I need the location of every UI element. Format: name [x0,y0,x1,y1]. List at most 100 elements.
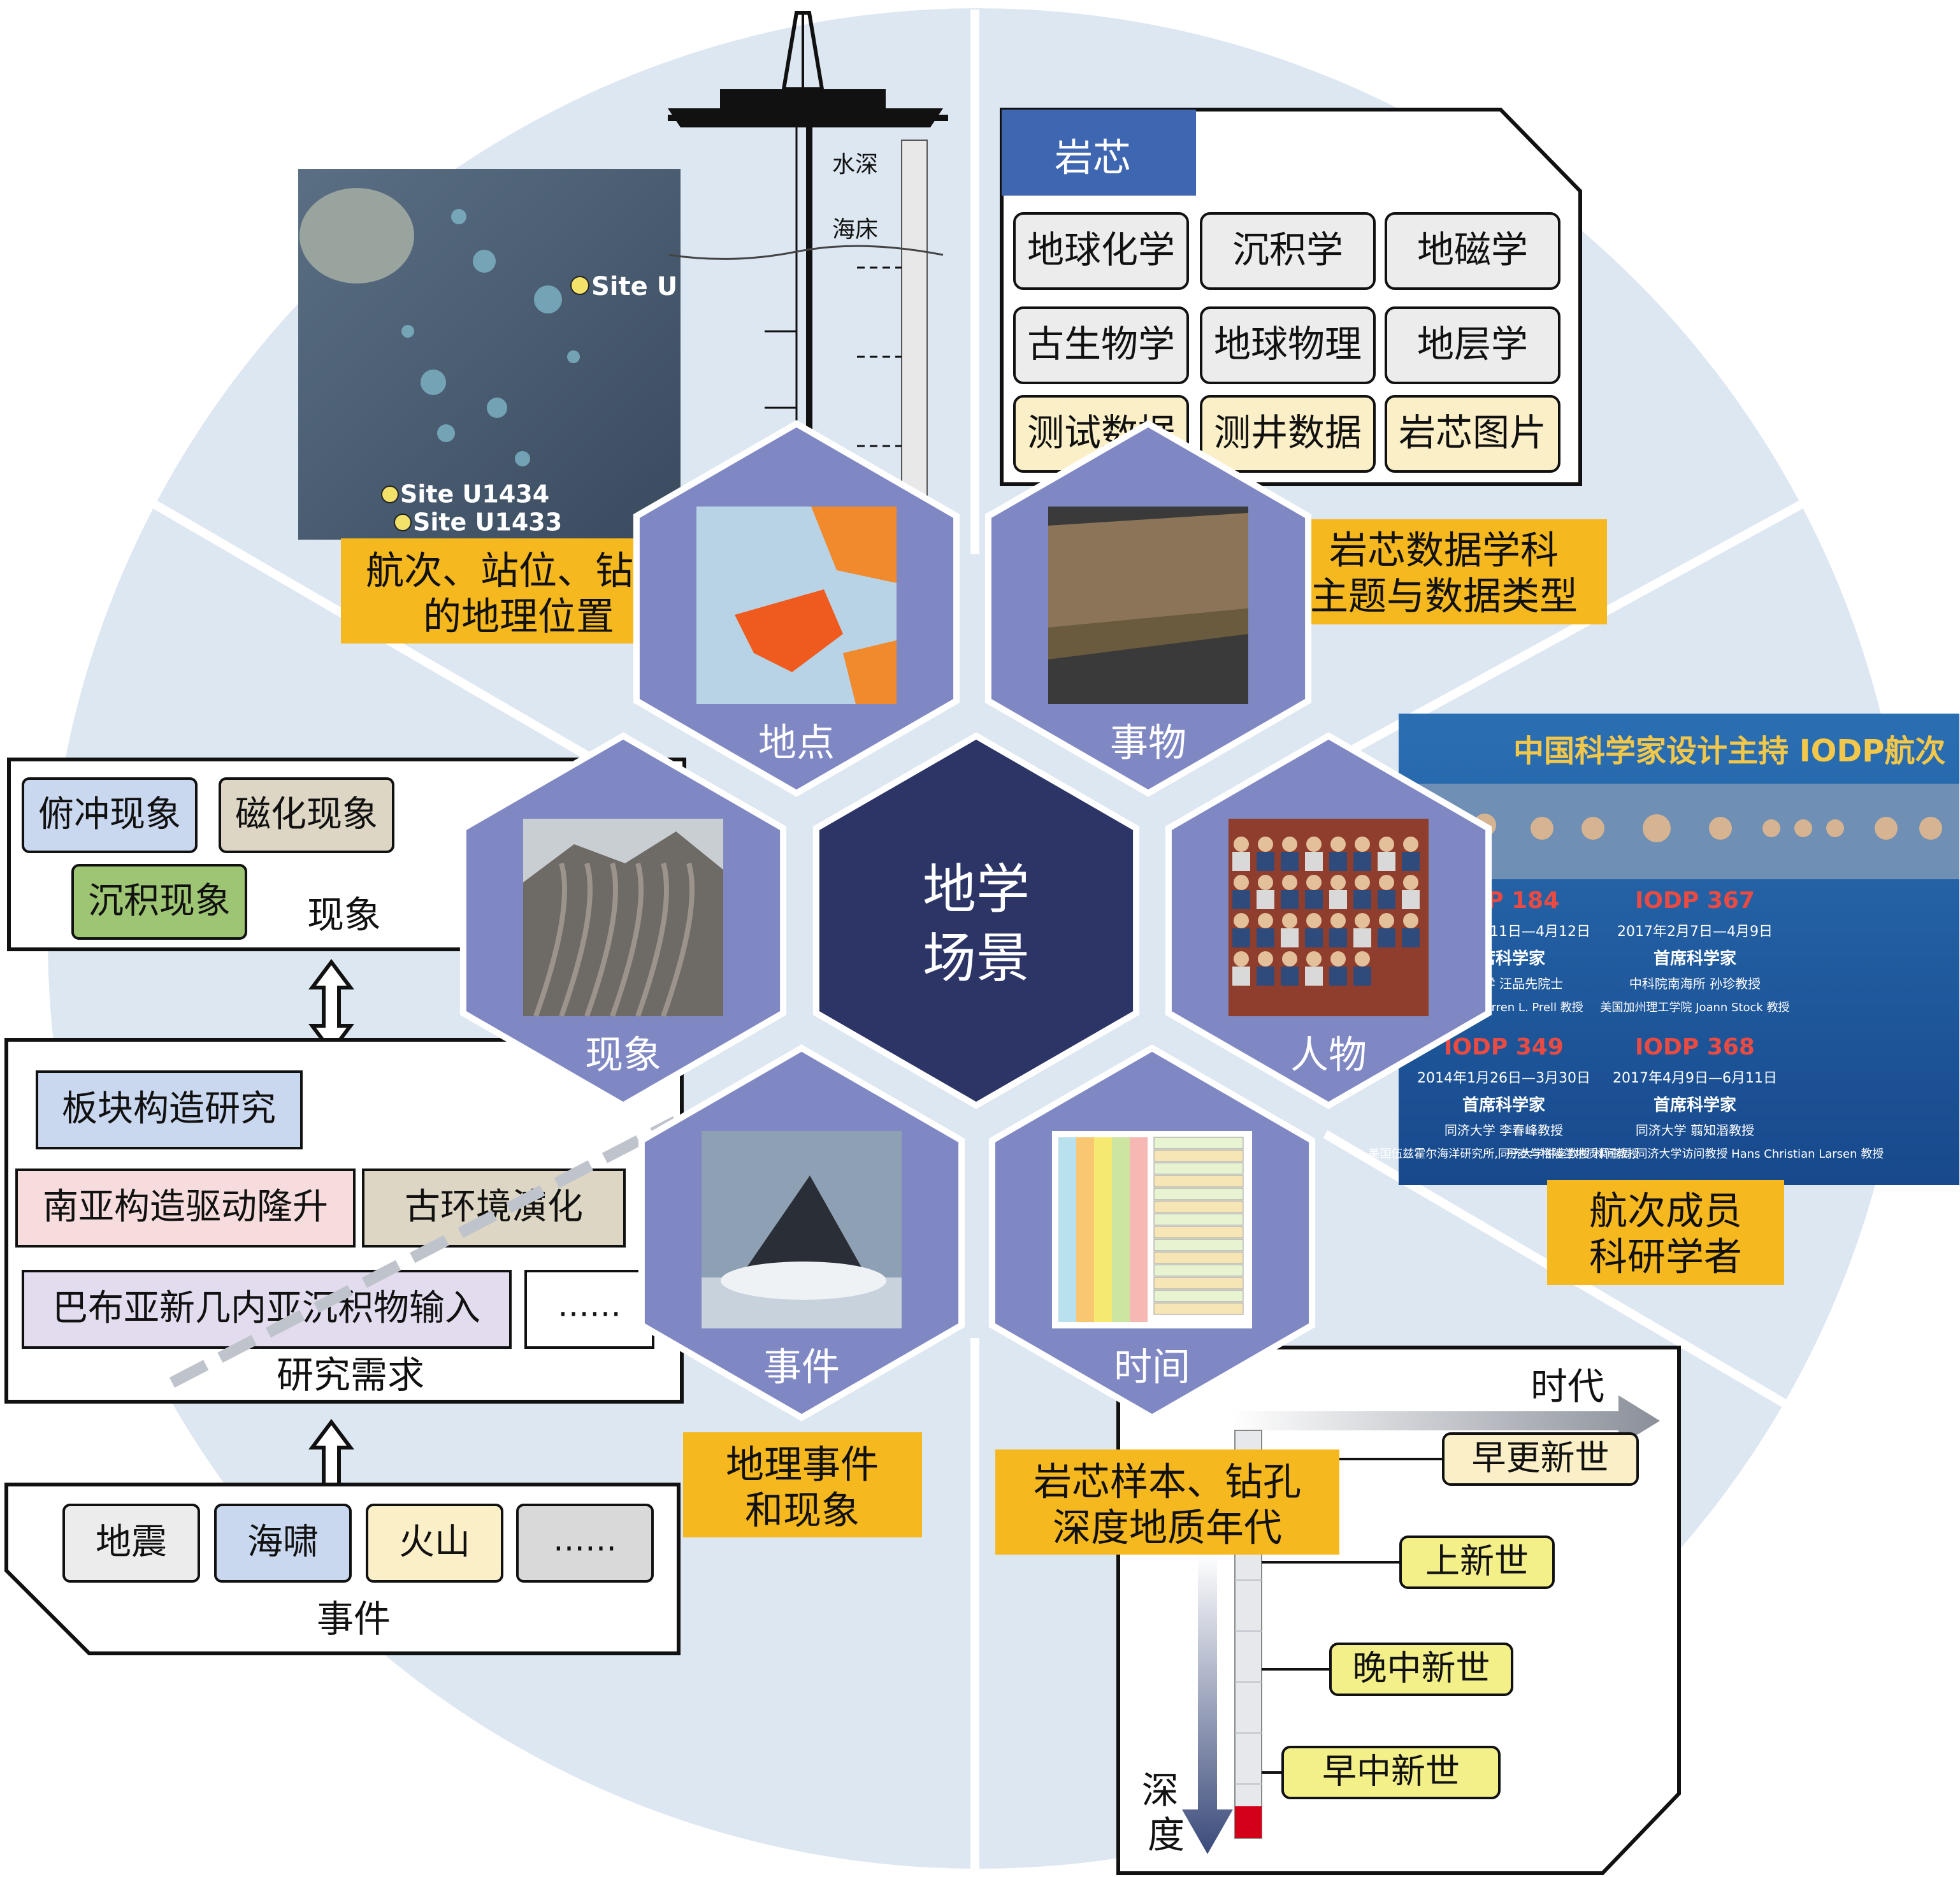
svg-text:板块构造研究: 板块构造研究 [62,1088,276,1130]
svg-text:海啸: 海啸 [247,1521,319,1563]
research-panel: 板块构造研究 南亚构造驱动隆升 古环境演化 巴布亚新几内亚沉积物输入 …… 研究… [4,1038,684,1404]
event-volcano: 火山 [366,1504,503,1583]
core-subject-box: 沉积学 [1200,212,1376,290]
hex-object-label: 事物 [1110,721,1186,766]
core-box-label: 沉积学 [1232,228,1343,271]
hex-object: 事物 [984,420,1312,797]
crew-panel: 中国科学家设计主持 IODP航次 ODP 1841999年2月11日—4月12日… [1368,714,1959,1285]
epoch-label: 早中新世 [1262,1746,1501,1799]
svg-text:沉积现象: 沉积现象 [88,881,231,922]
core-box-label: 地球化学 [1027,228,1175,271]
water-depth-label: 水深 [832,152,878,178]
svg-text:……: …… [558,1287,621,1324]
depth-axis-label-char1: 深 [1142,1769,1179,1812]
crew-expedition-text: 丹麦与格陵兰地质调查局,同济大学访问教授 Hans Christian Lars… [1506,1147,1884,1161]
time-caption-line2: 深度地质年代 [1053,1506,1282,1551]
event-panel: 地震 海啸 火山 …… 事件 [4,1483,681,1655]
center-title-line1: 地学 [923,858,1030,921]
hex-time: 时间 [988,1044,1316,1421]
event-more: …… [516,1504,654,1583]
hex-person-label: 人物 [1290,1033,1367,1078]
crew-expedition-text: 同济大学 李春峰教授 [1445,1123,1563,1138]
time-axis-label: 时代 [1531,1365,1604,1408]
site-marker-1: Site U [570,272,677,301]
location-caption-line2: 的地理位置 [423,595,614,640]
crew-expedition-text: 首席科学家 [1462,1095,1545,1115]
hex-location-label: 地点 [758,721,835,766]
research-panel-label: 研究需求 [277,1353,424,1397]
crew-expedition-text: IODP 368 [1635,1034,1755,1060]
site-marker-2: Site U1434 [381,480,549,508]
svg-text:火山: 火山 [399,1521,470,1563]
crew-caption-line1: 航次成员 [1589,1190,1742,1234]
time-caption-box [995,1449,1339,1555]
depth-axis-label: 深 度 [1142,1769,1190,1857]
event-earthquake: 地震 [62,1504,200,1583]
hex-person-photo [1229,819,1429,1016]
center-title-line2: 场景 [923,927,1030,989]
core-data-type-box: 岩芯图片 [1385,395,1560,473]
research-south-asia-uplift: 南亚构造驱动隆升 [15,1169,356,1248]
core-caption-box [1281,519,1607,624]
core-panel: 岩芯 地球化学沉积学地磁学古生物学地球物理地层学测试数据测井数据岩芯图片 岩芯数… [1000,108,1607,624]
crew-expedition-text: IODP 367 [1635,888,1755,914]
hex-time-label: 时间 [1114,1346,1190,1390]
core-subject-box: 古生物学 [1013,306,1189,384]
crew-caption-line2: 科研学者 [1589,1235,1742,1280]
svg-text:……: …… [553,1521,617,1558]
hex-event: 事件 [638,1044,965,1421]
hex-phenomenon-label: 现象 [585,1033,661,1078]
site-marker-3: Site U1433 [394,508,562,536]
event-caption-line2: 和现象 [745,1489,860,1534]
crew-expedition-text: 美国伍兹霍尔海洋研究所,同济大学讲座教授 林间教授 [1368,1147,1639,1161]
core-box-label: 地层学 [1417,322,1528,366]
event-panel-label: 事件 [317,1597,391,1641]
time-caption-line1: 岩芯样本、钻孔 [1034,1460,1301,1505]
core-subject-box: 地层学 [1385,306,1560,384]
hex-phenomenon-photo [523,819,723,1018]
phenomenon-sedimentation: 沉积现象 [71,864,247,940]
epoch-label: 上新世 [1262,1535,1555,1589]
phenomenon-subduction: 俯冲现象 [22,777,198,853]
svg-text:磁化现象: 磁化现象 [235,794,378,835]
hex-event-label: 事件 [763,1346,840,1390]
phenomenon-panel-label: 现象 [307,893,381,937]
epoch-label: 早更新世 [1262,1432,1639,1486]
research-png-sediment: 巴布亚新几内亚沉积物输入 [22,1270,512,1349]
seamount-speckles [401,209,580,466]
svg-text:巴布亚新几内亚沉积物输入: 巴布亚新几内亚沉积物输入 [52,1288,480,1329]
seafloor-label: 海床 [832,217,878,243]
svg-text:Site U1434: Site U1434 [400,480,549,508]
core-data-type-box: 测井数据 [1200,395,1376,473]
svg-text:地震: 地震 [96,1521,167,1563]
hex-person: 人物 [1165,732,1492,1109]
epoch-label-text: 上新世 [1425,1541,1529,1581]
core-subject-grid: 地球化学沉积学地磁学古生物学地球物理地层学测试数据测井数据岩芯图片 [1013,212,1560,473]
svg-text:南亚构造驱动隆升: 南亚构造驱动隆升 [43,1186,328,1228]
core-box-label: 地球物理 [1214,322,1362,366]
hex-location: 地点 [633,420,960,797]
epoch-label-text: 晚中新世 [1353,1648,1490,1688]
hex-location-photo [696,507,897,704]
svg-text:俯冲现象: 俯冲现象 [38,794,181,835]
core-subject-box: 地球物理 [1200,306,1376,384]
depth-axis-arrow [1182,1555,1233,1854]
svg-text:Site U: Site U [591,272,677,301]
event-caption-line1: 地理事件 [726,1443,879,1488]
hex-event-photo [702,1131,902,1328]
epoch-label-text: 早更新世 [1472,1438,1610,1478]
hex-time-photo [1052,1131,1252,1328]
crew-poster-title: 中国科学家设计主持 IODP航次 [1513,733,1945,769]
crew-expedition-text: IODP 349 [1444,1034,1564,1060]
core-caption-line2: 主题与数据类型 [1310,575,1578,619]
core-subject-box: 地球化学 [1013,212,1189,290]
hex-object-photo [1048,507,1248,704]
